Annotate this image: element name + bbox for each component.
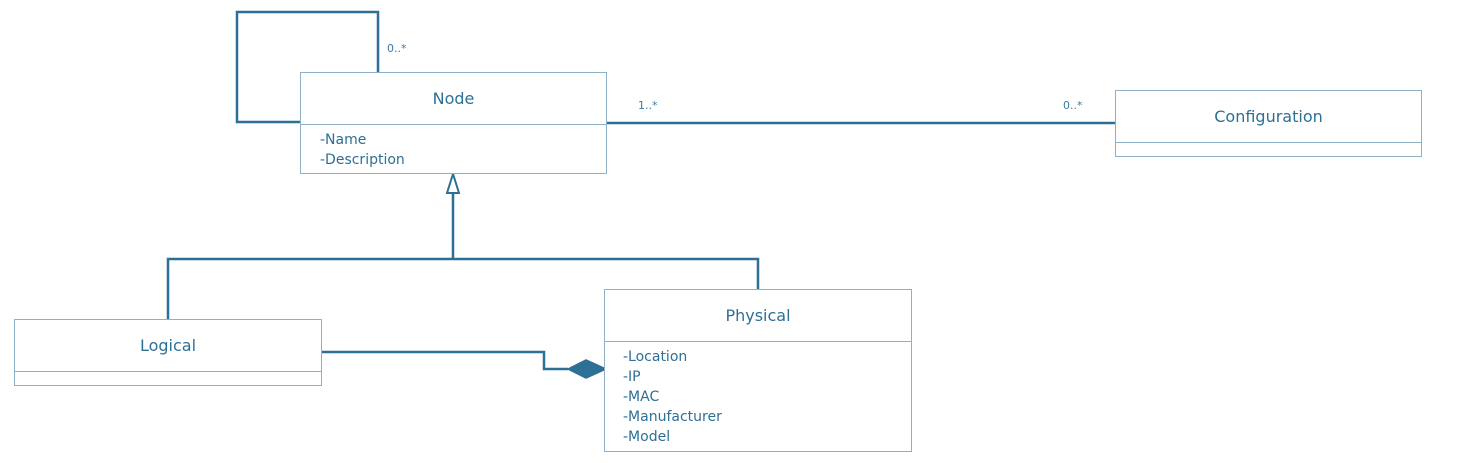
self-association-line xyxy=(235,10,380,124)
composition-line xyxy=(321,350,568,371)
node-class-name: Node xyxy=(301,73,606,125)
self-association-multiplicity: 0..* xyxy=(387,42,407,55)
physical-attribute-manufacturer: -Manufacturer xyxy=(623,409,722,425)
physical-class-name: Physical xyxy=(605,290,911,342)
configuration-end-multiplicity: 0..* xyxy=(1063,99,1083,112)
physical-attributes: -Location -IP -MAC -Manufacturer -Model xyxy=(605,342,911,447)
physical-class-box[interactable]: Physical -Location -IP -MAC -Manufacture… xyxy=(604,289,912,452)
configuration-class-name: Configuration xyxy=(1116,91,1421,143)
node-class-box[interactable]: Node -Name -Description xyxy=(300,72,607,174)
physical-attribute-ip: -IP xyxy=(623,369,641,385)
logical-class-box[interactable]: Logical xyxy=(14,319,322,386)
node-end-multiplicity: 1..* xyxy=(638,99,658,112)
physical-attribute-model: -Model xyxy=(623,429,671,445)
composition-diamond-icon xyxy=(566,359,608,379)
node-attribute-description: -Description xyxy=(320,152,405,168)
generalization-arrowhead-icon xyxy=(445,170,461,194)
physical-attribute-mac: -MAC xyxy=(623,389,660,405)
configuration-class-box[interactable]: Configuration xyxy=(1115,90,1422,157)
logical-class-name: Logical xyxy=(15,320,321,372)
generalization-branch-logical xyxy=(166,257,453,319)
generalization-branch-physical xyxy=(453,257,760,290)
node-attribute-name: -Name xyxy=(320,132,367,148)
node-attributes: -Name -Description xyxy=(301,125,606,170)
physical-attribute-location: -Location xyxy=(623,349,688,365)
